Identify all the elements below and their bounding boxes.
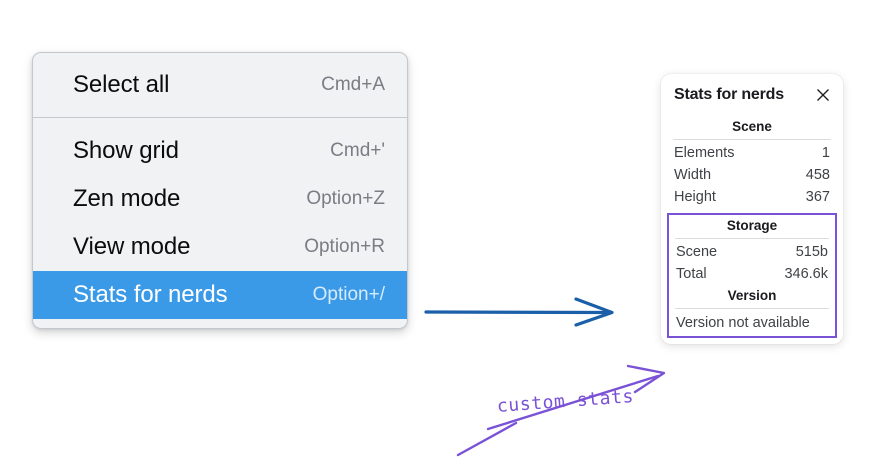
stats-row-label: Scene (676, 244, 718, 260)
stats-section-version: Version Version not available (673, 285, 831, 333)
close-icon[interactable] (815, 87, 831, 103)
stats-row-value: 346.6k (784, 266, 828, 282)
section-divider (673, 139, 831, 140)
stats-section-storage: Storage Scene 515b Total 346.6k (673, 215, 831, 285)
stats-panel-title: Stats for nerds (674, 86, 784, 103)
menu-item-zen-mode[interactable]: Zen mode Option+Z (33, 175, 407, 223)
section-divider (675, 238, 829, 239)
stats-row-total-size: Total 346.6k (673, 263, 831, 285)
context-menu[interactable]: Select all Cmd+A Show grid Cmd+' Zen mod… (32, 52, 408, 329)
stats-row-label: Elements (674, 145, 735, 161)
stats-row-value: 1 (821, 145, 830, 161)
section-heading-version: Version (727, 288, 777, 303)
stats-row-width: Width 458 (671, 164, 833, 186)
menu-item-label: View mode (73, 233, 191, 260)
stats-row-label: Width (674, 167, 712, 183)
menu-section-2: Show grid Cmd+' Zen mode Option+Z View m… (33, 117, 407, 319)
menu-section-1: Select all Cmd+A (33, 61, 407, 109)
menu-item-view-mode[interactable]: View mode Option+R (33, 223, 407, 271)
menu-item-shortcut: Cmd+A (321, 74, 385, 95)
callout-arrows-icon (456, 364, 666, 457)
section-divider (675, 308, 829, 309)
stats-row-scene-size: Scene 515b (673, 241, 831, 263)
menu-item-label: Select all (73, 71, 170, 98)
stats-row-value: 367 (805, 189, 830, 205)
menu-item-label: Show grid (73, 137, 179, 164)
stats-row-value: 515b (795, 244, 828, 260)
stats-section-scene: Scene Elements 1 Width 458 Height 367 (671, 116, 833, 208)
menu-item-stats-for-nerds[interactable]: Stats for nerds Option+/ (33, 271, 407, 319)
menu-item-shortcut: Cmd+' (330, 140, 385, 161)
menu-item-label: Zen mode (73, 185, 181, 212)
section-heading-scene: Scene (732, 119, 772, 134)
menu-item-select-all[interactable]: Select all Cmd+A (33, 61, 407, 109)
stats-row-label: Total (676, 266, 707, 282)
stats-for-nerds-panel[interactable]: Stats for nerds Scene Elements 1 Width 4… (661, 74, 843, 344)
menu-item-shortcut: Option+R (304, 236, 385, 257)
stats-row-label: Height (674, 189, 716, 205)
stats-row-elements: Elements 1 (671, 142, 833, 164)
menu-item-label: Stats for nerds (73, 281, 228, 308)
section-heading-storage: Storage (726, 218, 778, 233)
flow-arrow-icon (424, 297, 614, 327)
stats-version-value: Version not available (676, 315, 810, 331)
stats-panel-titlebar: Stats for nerds (671, 86, 833, 104)
menu-item-shortcut: Option+/ (312, 284, 385, 305)
menu-item-shortcut: Option+Z (306, 188, 385, 209)
menu-item-show-grid[interactable]: Show grid Cmd+' (33, 127, 407, 175)
stats-row-value: 458 (805, 167, 830, 183)
custom-stats-region: Storage Scene 515b Total 346.6k Version … (667, 213, 837, 338)
stats-row-height: Height 367 (671, 186, 833, 208)
